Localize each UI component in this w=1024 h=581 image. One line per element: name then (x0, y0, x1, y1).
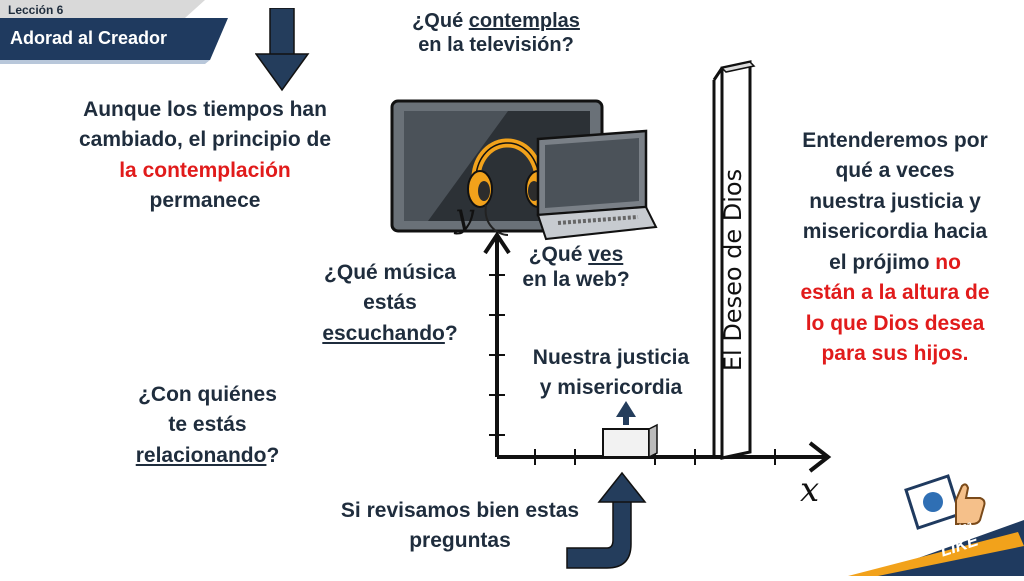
question-music-post: ? (444, 321, 458, 345)
right-statement-line5-pre: el prójimo (829, 250, 936, 274)
media-illustration (390, 99, 658, 241)
question-relations-post: ? (266, 443, 280, 467)
book-icon (904, 474, 962, 530)
bottom-statement-line2: preguntas (409, 529, 511, 553)
lesson-title: Adorad al Creador (10, 28, 168, 48)
curved-up-arrow-icon (566, 471, 647, 569)
y-axis (483, 231, 511, 457)
right-statement-line2: qué a veces (835, 159, 955, 183)
lesson-number: Lección 6 (8, 3, 64, 17)
question-tv: ¿Qué contemplas en la televisión? (372, 9, 620, 57)
logo-graphic (848, 474, 1024, 576)
question-relations-link[interactable]: relacionando (135, 443, 267, 467)
right-statement-line4: misericordia hacia (802, 220, 988, 244)
lesson-tag-shape (0, 0, 228, 64)
our-justice-line1: Nuestra justicia (532, 346, 690, 369)
question-relations: ¿Con quiénes te estás relacionando? (100, 380, 315, 471)
question-relations-line1: ¿Con quiénes (138, 383, 277, 406)
question-music: ¿Qué música estás escuchando? (290, 258, 490, 349)
left-statement-line1: Aunque los tiempos han (83, 98, 327, 121)
question-web: ¿Qué ves en la web? (505, 242, 647, 292)
up-arrow-icon (616, 401, 636, 425)
our-justice-line2: y misericordia (539, 376, 683, 400)
left-statement: Aunque los tiempos han cambiado, el prin… (40, 95, 370, 217)
question-web-pre: ¿Qué (528, 243, 589, 266)
question-web-link[interactable]: ves (588, 243, 624, 266)
question-web-line1: ¿Qué ves (505, 242, 647, 267)
right-statement-line8: para sus hijos. (821, 342, 969, 366)
left-statement-highlight: la contemplación (119, 158, 291, 182)
small-bar (602, 423, 658, 459)
lesson-tag: Lección 6 Adorad al Creador (0, 0, 230, 64)
question-tv-line2: en la televisión? (418, 34, 574, 56)
right-statement-line1: Entenderemos por (802, 129, 988, 152)
tall-bar-label: El Deseo de Dios (719, 168, 747, 372)
bottom-statement-line1: Si revisamos bien estas (340, 499, 580, 522)
tall-bar (712, 60, 756, 460)
right-statement-line3: nuestra justicia y (809, 189, 981, 213)
question-music-line3: escuchando? (290, 319, 490, 349)
right-statement: Entenderemos por qué a veces nuestra jus… (775, 126, 1015, 370)
y-axis-label: y (455, 196, 475, 236)
down-arrow-icon (255, 8, 310, 92)
left-statement-line2: cambiado, el principio de (78, 128, 332, 152)
question-relations-line3: relacionando? (100, 441, 315, 471)
question-music-line2: estás (363, 291, 417, 315)
x-axis (497, 441, 832, 473)
bottom-statement: Si revisamos bien estas preguntas (300, 496, 620, 557)
question-music-line1: ¿Qué música (324, 261, 456, 284)
right-statement-line5: el prójimo no (775, 248, 1015, 278)
justice-axes (483, 231, 832, 473)
right-statement-line5-red: no (935, 250, 961, 274)
x-axis-label: x (800, 470, 820, 510)
question-web-line2: en la web? (522, 268, 630, 292)
laptop-icon (536, 129, 658, 241)
our-justice-label: Nuestra justicia y misericordia (508, 343, 714, 404)
question-tv-line1: ¿Qué contemplas (372, 9, 620, 33)
question-relations-line2: te estás (168, 413, 247, 437)
right-statement-line7: lo que Dios desea (805, 311, 985, 335)
thumbs-up-icon (955, 483, 986, 525)
school-logo: Escuela Sabática LIKE (848, 470, 1024, 576)
question-tv-pre: ¿Qué (412, 10, 469, 32)
question-music-link[interactable]: escuchando (322, 321, 445, 345)
question-tv-link[interactable]: contemplas (468, 10, 580, 32)
left-statement-line4: permanece (149, 189, 261, 213)
right-statement-line6: están a la altura de (800, 281, 990, 305)
